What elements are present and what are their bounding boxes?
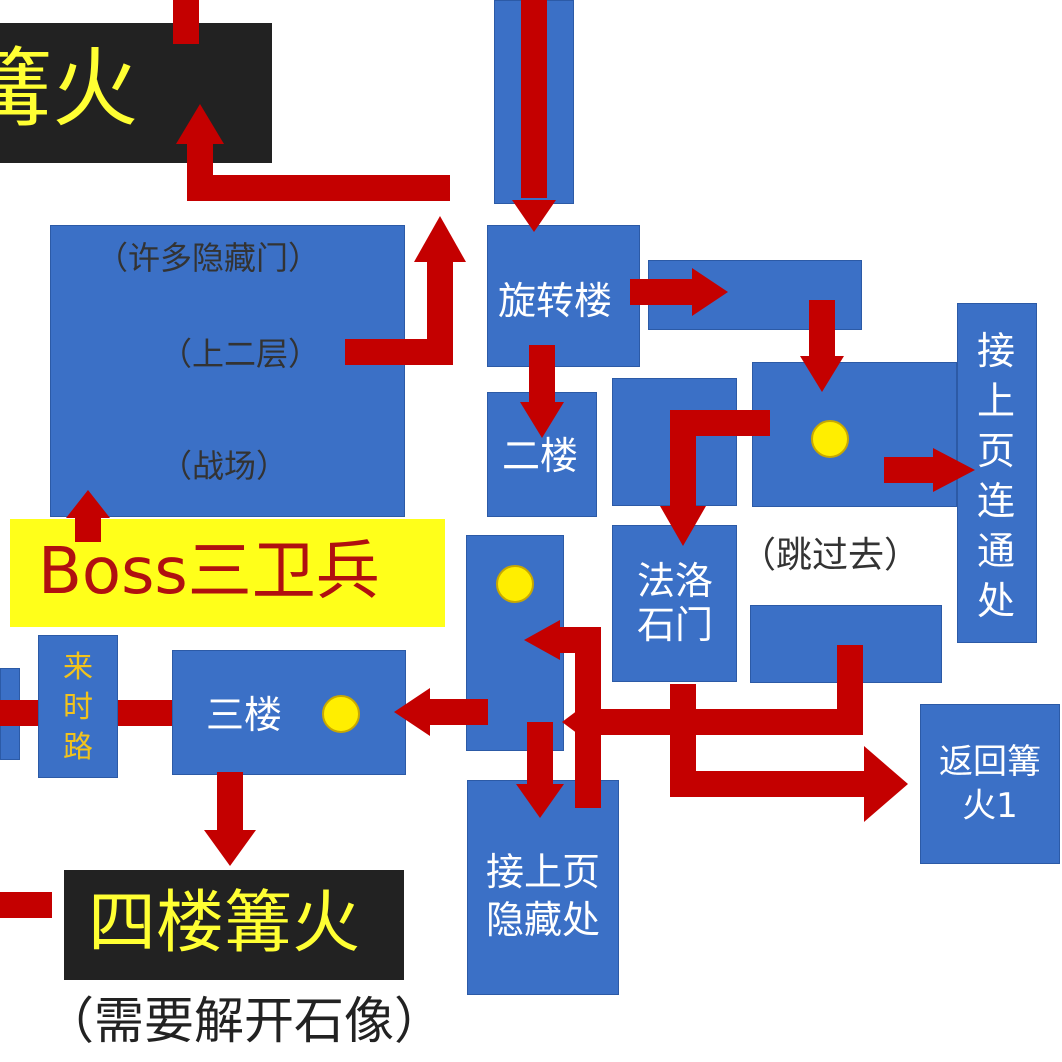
next-page-link-box: [957, 303, 1037, 643]
big-area-box: [50, 225, 405, 517]
bonfire-top-label: 篝火: [0, 39, 138, 139]
spiral-stairs-box: [487, 225, 640, 367]
arrowhead-hidden: [516, 784, 564, 818]
floor3-label: 三楼: [206, 693, 283, 737]
path-loop-up: [560, 627, 601, 808]
boss-label: Boss三卫兵: [38, 535, 380, 609]
return-bonfire-box: [920, 704, 1060, 864]
arrowhead-back: [562, 698, 594, 746]
path-return-bonfire: [670, 684, 868, 797]
arrowhead-floor4: [204, 830, 256, 866]
arrowhead-spiral: [512, 200, 556, 232]
item-dot-chamber: [811, 420, 849, 458]
next-page-hidden-box: [467, 780, 619, 995]
arrowhead-upper-two: [414, 216, 466, 262]
came-path-box: [38, 635, 118, 778]
arrowhead-boss-up: [66, 490, 110, 518]
path-upper-two-out: [345, 262, 453, 365]
jump-over-label: （跳过去）: [740, 535, 921, 576]
faro-gate-box: [612, 525, 737, 682]
arrowhead-floor2: [520, 402, 564, 438]
arrowhead-chamber: [800, 356, 844, 392]
need-statue-label: （需要解开石像）: [44, 992, 444, 1050]
arrowhead-bonfire-top: [176, 104, 224, 144]
battlefield-label: （战场）: [160, 447, 289, 485]
path-chamber-to-faro: [670, 410, 770, 508]
arrowhead-floor3: [394, 688, 430, 736]
arrowhead-loop: [524, 620, 560, 660]
item-dot-corridor: [496, 565, 534, 603]
floor4-bonfire-label-box: [64, 870, 404, 980]
arrowhead-next-page: [933, 448, 975, 492]
hidden-doors-label: （许多隐藏门）: [96, 239, 321, 277]
spiral-stairs-label: 旋转楼: [498, 279, 613, 323]
path-right-corridor-back: [592, 645, 863, 735]
floor4-bonfire-label: 四楼篝火: [88, 884, 361, 963]
upper-two-label: （上二层）: [160, 335, 321, 373]
bonfire-top-label-box: [0, 23, 272, 163]
next-page-hidden-label: 接上页隐藏处: [485, 850, 600, 942]
arrowhead-faro: [660, 506, 706, 546]
arrowhead-right-corridor: [692, 268, 728, 316]
item-dot-floor3: [322, 695, 360, 733]
faro-gate-label: 法洛石门: [636, 559, 713, 647]
return-bonfire-label: 返回篝火1: [939, 742, 1041, 826]
floor2-label: 二楼: [502, 434, 579, 478]
floor3-box: [172, 650, 406, 775]
floor2-box: [487, 392, 597, 517]
next-page-link-label: 接上页连通处: [976, 329, 1015, 623]
path-to-bonfire-top: [187, 142, 450, 201]
came-path-label: 来时路: [63, 650, 93, 765]
arrowhead-return-bonfire: [864, 746, 908, 822]
